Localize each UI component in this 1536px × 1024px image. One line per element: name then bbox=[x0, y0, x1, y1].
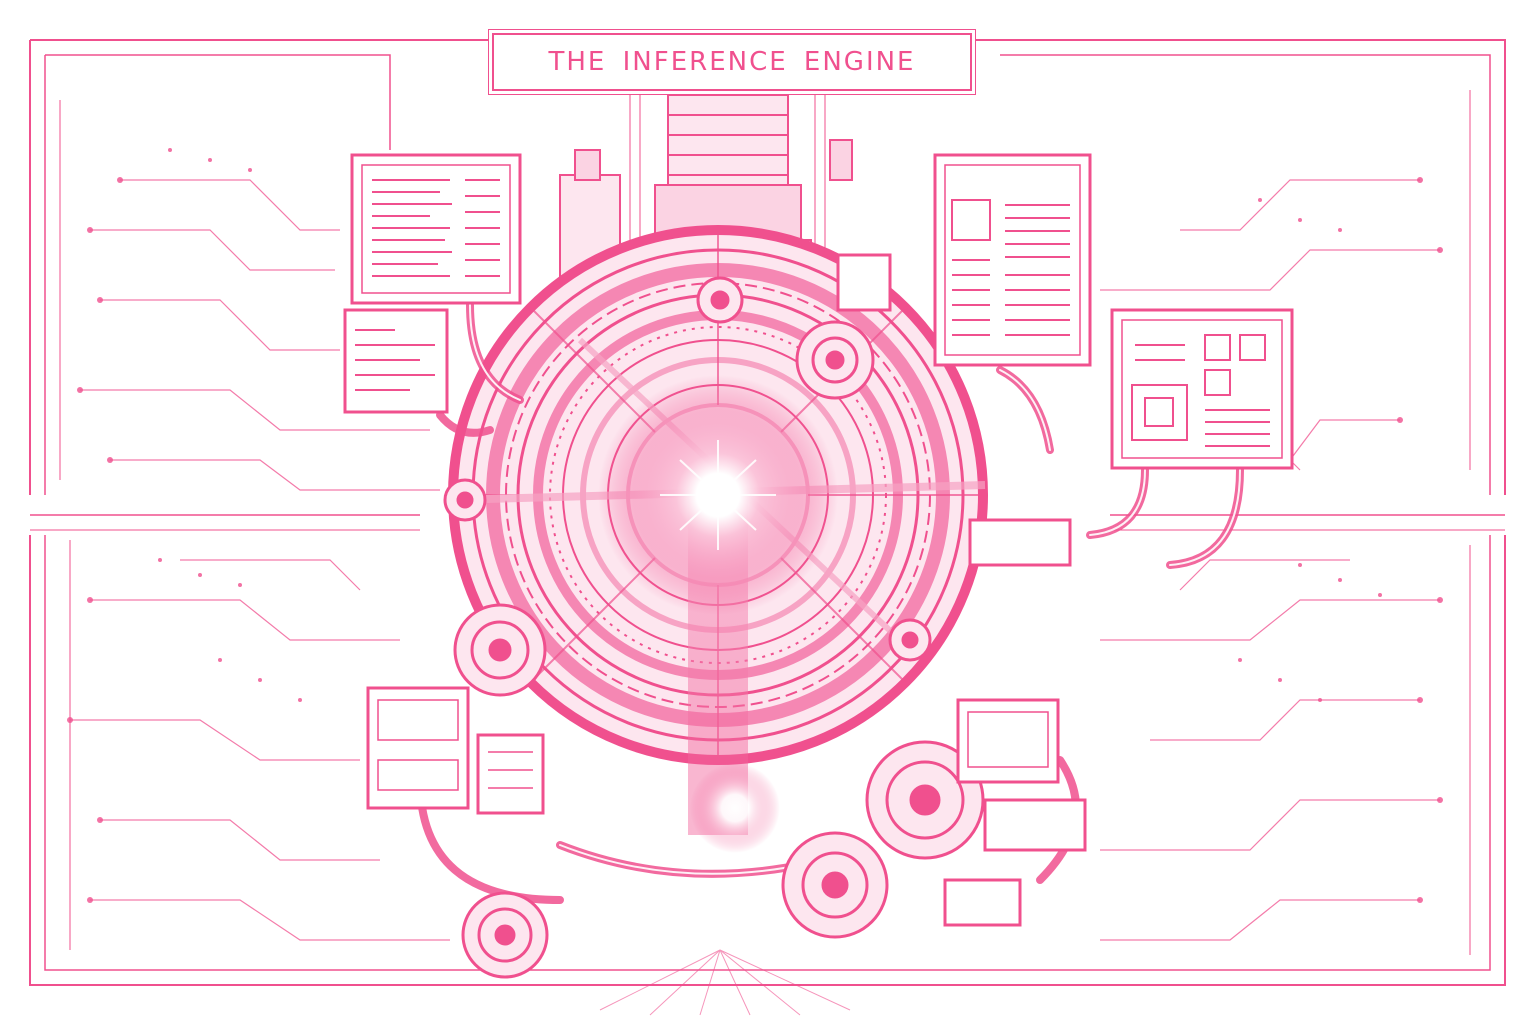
machinery-box bbox=[366, 686, 470, 810]
machinery-box bbox=[943, 878, 1022, 927]
title-plate: THE INFERENCE ENGINE bbox=[488, 29, 976, 95]
gear bbox=[696, 276, 744, 324]
circuit-traces bbox=[70, 179, 1440, 941]
outer-frame bbox=[29, 39, 1506, 986]
gear bbox=[781, 831, 889, 939]
monitor-panel bbox=[343, 308, 449, 414]
machinery-box bbox=[956, 698, 1060, 784]
gear bbox=[888, 618, 932, 662]
circuit-dots bbox=[67, 148, 1443, 903]
lower-glow bbox=[690, 763, 780, 853]
monitor-panel bbox=[1110, 308, 1294, 470]
monitor-panel bbox=[933, 153, 1092, 367]
machinery-box bbox=[983, 798, 1087, 852]
machinery-box bbox=[968, 518, 1072, 567]
gear bbox=[865, 740, 985, 860]
page-title: THE INFERENCE ENGINE bbox=[548, 47, 916, 77]
gear bbox=[795, 320, 875, 400]
base-rays bbox=[599, 949, 851, 1016]
machinery-box bbox=[476, 733, 545, 815]
gear bbox=[443, 478, 487, 522]
machinery-box bbox=[836, 253, 892, 312]
core-rays bbox=[660, 440, 776, 550]
monitor-panel bbox=[350, 153, 522, 305]
gear bbox=[453, 603, 547, 697]
gear bbox=[461, 891, 549, 979]
